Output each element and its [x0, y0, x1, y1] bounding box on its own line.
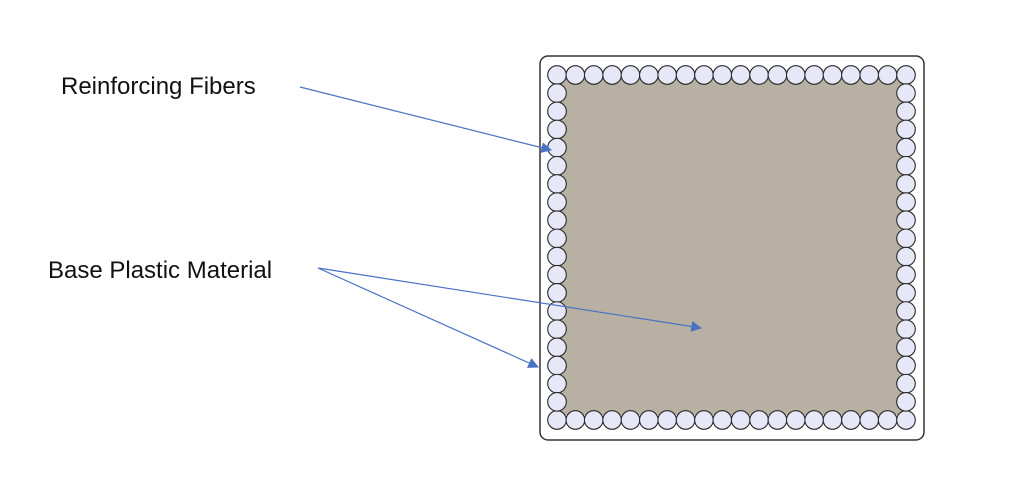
fiber-circle-icon: [547, 83, 567, 104]
fiber-circle-icon: [877, 410, 898, 430]
fiber-circle-icon: [547, 137, 567, 158]
fiber-circle-icon: [896, 246, 916, 267]
fiber-circle-icon: [547, 337, 567, 358]
fiber-circle-icon: [547, 373, 567, 394]
fiber-circle-icon: [547, 228, 567, 249]
fiber-circle-icon: [620, 410, 641, 430]
fiber-circle-icon: [675, 410, 696, 430]
fiber-circle-icon: [896, 174, 916, 194]
fiber-circle-icon: [602, 410, 622, 430]
fiber-circle-icon: [712, 65, 733, 85]
fiber-circle-icon: [896, 83, 916, 104]
pointer-plastic-edge-arrow: [317, 267, 539, 368]
fiber-circle-icon: [896, 337, 916, 358]
fiber-circle-icon: [547, 355, 567, 376]
fiber-circle-icon: [767, 65, 788, 85]
fiber-circle-icon: [547, 283, 567, 303]
fiber-circle-icon: [547, 192, 567, 212]
fiber-circle-icon: [896, 137, 916, 158]
fiber-circle-icon: [896, 65, 916, 85]
fiber-circle-icon: [547, 101, 567, 122]
fiber-circle-icon: [565, 410, 586, 430]
fiber-circle-icon: [785, 410, 806, 430]
fiber-circle-icon: [896, 101, 916, 122]
fiber-circle-icon: [730, 65, 751, 85]
fiber-circle-icon: [749, 65, 769, 85]
fiber-circle-icon: [896, 264, 916, 285]
fiber-circle-icon: [620, 65, 641, 85]
fiber-circle-icon: [602, 65, 622, 85]
fiber-circle-icon: [657, 65, 678, 85]
fiber-circle-icon: [638, 65, 659, 85]
fiber-circle-icon: [896, 283, 916, 303]
pointer-plastic-matrix-arrow: [317, 267, 703, 332]
fiber-circle-icon: [822, 65, 843, 85]
fiber-circle-icon: [841, 410, 861, 430]
fiber-circle-icon: [547, 155, 567, 176]
fiber-circle-icon: [547, 410, 567, 430]
fiber-circle-icon: [896, 391, 916, 412]
fiber-circle-icon: [583, 65, 604, 85]
fiber-circle-icon: [785, 65, 806, 85]
fiber-circle-icon: [565, 65, 586, 85]
fiber-circle-icon: [896, 410, 916, 430]
fiber-circle-icon: [694, 410, 714, 430]
fiber-circle-icon: [859, 410, 880, 430]
fiber-circle-icon: [547, 246, 567, 267]
fiber-circle-icon: [859, 65, 880, 85]
fiber-circle-icon: [657, 410, 678, 430]
fiber-circle-icon: [896, 228, 916, 249]
fiber-circle-icon: [896, 210, 916, 231]
base-plastic-material-label: Base Plastic Material: [48, 257, 273, 284]
fiber-circle-icon: [896, 319, 916, 340]
fiber-circle-icon: [547, 391, 567, 412]
fiber-circle-icon: [675, 65, 696, 85]
fiber-circle-icon: [822, 410, 843, 430]
fiber-circle-icon: [896, 373, 916, 394]
fiber-circle-icon: [877, 65, 898, 85]
fiber-circle-icon: [547, 319, 567, 340]
fiber-circle-icon: [694, 65, 714, 85]
fiber-circle-icon: [804, 410, 825, 430]
fiber-circle-icon: [841, 65, 861, 85]
fiber-circle-icon: [749, 410, 769, 430]
fiber-circle-icon: [547, 210, 567, 231]
fiber-circle-icon: [804, 65, 825, 85]
fiber-circle-icon: [547, 65, 567, 85]
base-plastic-matrix: [560, 78, 905, 415]
fiber-circle-icon: [896, 119, 916, 140]
fiber-circle-icon: [730, 410, 751, 430]
fiber-circle-icon: [896, 155, 916, 176]
fiber-circle-icon: [712, 410, 733, 430]
reinforcing-fibers-label: Reinforcing Fibers: [61, 73, 256, 100]
pointer-fibers-arrow: [299, 86, 553, 153]
fiber-circle-icon: [547, 174, 567, 194]
fiber-circle-icon: [547, 264, 567, 285]
fiber-ring: [547, 65, 916, 430]
fiber-circle-icon: [583, 410, 604, 430]
fiber-circle-icon: [638, 410, 659, 430]
fiber-circle-icon: [896, 355, 916, 376]
fiber-circle-icon: [896, 192, 916, 212]
fiber-circle-icon: [896, 301, 916, 321]
fiber-circle-icon: [767, 410, 788, 430]
fiber-circle-icon: [547, 119, 567, 140]
